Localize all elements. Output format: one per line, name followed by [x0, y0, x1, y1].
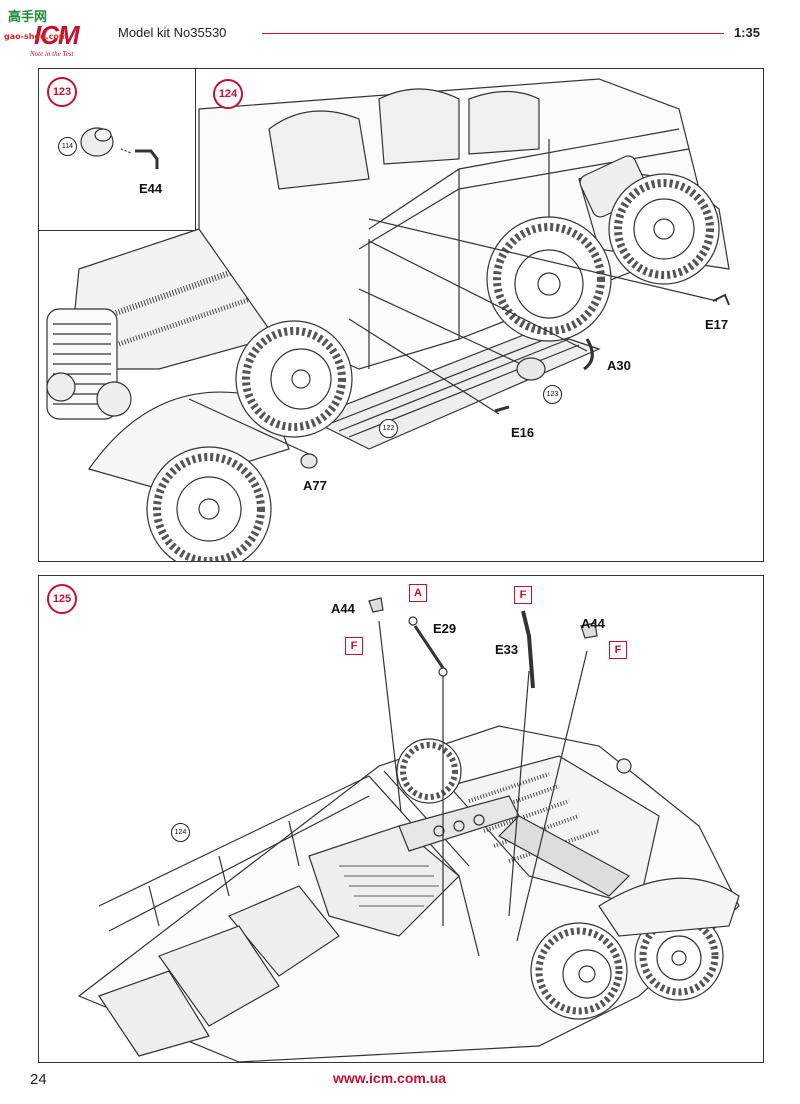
part-label-e44: E44	[139, 181, 163, 196]
part-label-e17: E17	[705, 317, 729, 332]
inset-illustration	[80, 127, 159, 169]
marker-f-mid: F	[514, 586, 532, 604]
car-interior-illustration	[77, 597, 740, 1062]
part-label-a30: A30	[607, 358, 631, 373]
icm-logo: 高手网 ICM gao-shou.com Note in the Test	[4, 6, 104, 58]
part-label-a44-right: A44	[581, 616, 605, 631]
assembly-panel-bottom: 125 124 A44 F A E29 F E33 A44 F	[38, 575, 764, 1063]
part-label-e33: E33	[495, 642, 519, 657]
marker-a: A	[409, 584, 427, 602]
part-label-e29: E29	[433, 621, 457, 636]
car-side-illustration	[46, 78, 730, 561]
inset-step-123: 123 114 E44	[39, 69, 196, 231]
logo-slogan: Note in the Test	[30, 50, 74, 58]
part-label-a44-left: A44	[331, 601, 355, 616]
ref-step-123: 123	[543, 385, 562, 404]
ref-step-124: 124	[171, 823, 190, 842]
assembly-panel-top: 123 114 E44 124 E17 A30 123 122 E16 A77	[38, 68, 764, 562]
step-number-123: 123	[47, 77, 77, 107]
header-rule	[262, 33, 724, 34]
watermark-url: gao-shou.com	[4, 32, 68, 41]
website-link[interactable]: www.icm.com.ua	[333, 1070, 447, 1086]
marker-f-left: F	[345, 637, 363, 655]
ref-step-114: 114	[58, 137, 77, 156]
page-number: 24	[30, 1071, 47, 1088]
step-number-125: 125	[47, 584, 77, 614]
marker-f-right: F	[609, 641, 627, 659]
step-number-124: 124	[213, 79, 243, 109]
ref-step-122: 122	[379, 419, 398, 438]
model-kit-number: Model kit No35530	[118, 25, 227, 40]
page-header: 高手网 ICM gao-shou.com Note in the Test Mo…	[0, 0, 800, 60]
logo-text: ICM	[34, 20, 80, 50]
part-label-a77: A77	[303, 478, 327, 493]
scale-label: 1:35	[734, 25, 761, 40]
part-label-e16: E16	[511, 425, 535, 440]
watermark-site: 高手网	[8, 10, 48, 25]
